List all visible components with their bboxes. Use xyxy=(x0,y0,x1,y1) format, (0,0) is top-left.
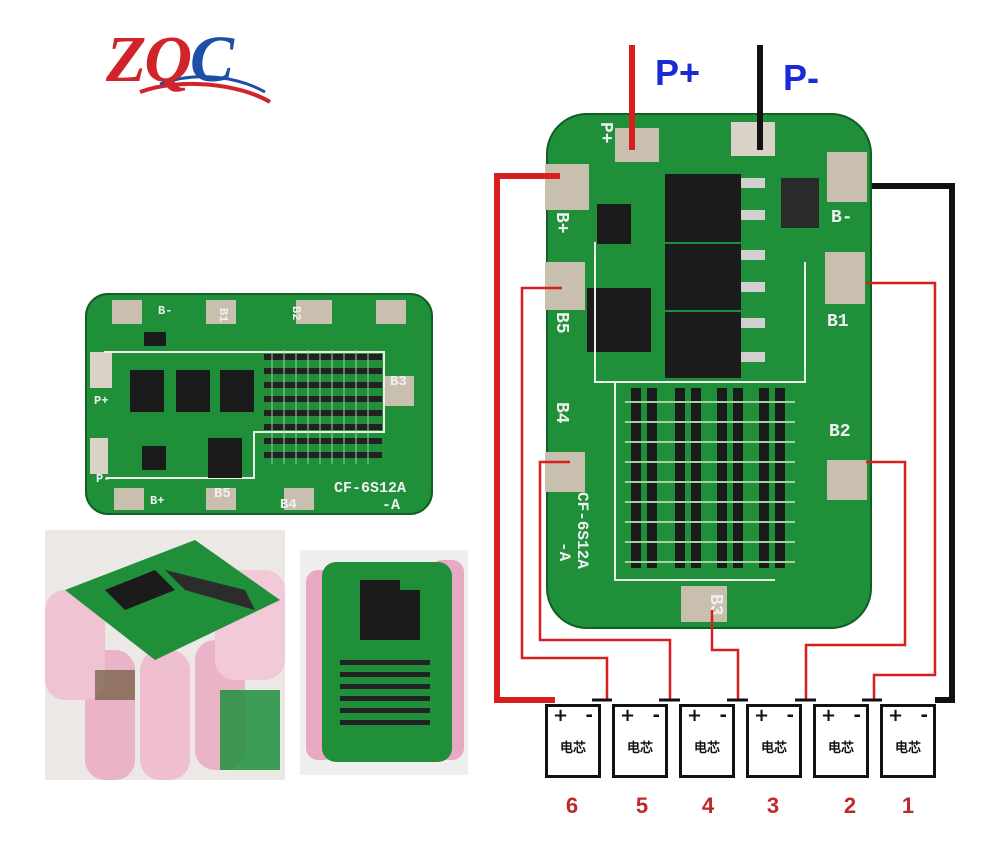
small-pcb-model: CF-6S12A xyxy=(334,480,407,497)
large-pcb-pad-label: B5 xyxy=(551,312,571,334)
small-pcb-model-suffix: -A xyxy=(382,497,401,514)
cell-plus-symbol: + xyxy=(553,705,569,726)
b2-wire xyxy=(804,460,907,700)
large-pcb-pad-label: B4 xyxy=(551,402,571,424)
large-pcb-pad-label: B- xyxy=(831,208,853,228)
cell-minus-symbol: - xyxy=(853,705,861,726)
logo-text-secondary: C xyxy=(189,23,234,96)
b3-wire xyxy=(710,610,740,700)
b5-wire xyxy=(520,286,609,700)
battery-pack-photo-1 xyxy=(45,530,285,780)
cell-plus-symbol: + xyxy=(620,705,636,726)
cell-label: 电芯 xyxy=(827,741,854,756)
cell-number: 6 xyxy=(565,793,579,818)
small-pcb-pad-label: P+ xyxy=(94,394,109,408)
cell-label: 电芯 xyxy=(559,741,586,756)
large-pcb-model: CF-6S12A xyxy=(573,492,591,569)
p-minus-label: P- xyxy=(783,57,819,98)
large-pcb-drawing xyxy=(545,113,872,629)
cell-plus-symbol: + xyxy=(754,705,770,726)
large-pcb-pad-label: B1 xyxy=(827,312,849,332)
small-pcb-pad-label: P- xyxy=(96,472,111,486)
b1-wire xyxy=(866,281,937,700)
cell-label: 电芯 xyxy=(626,741,653,756)
battery-pack-photo-1-drawing xyxy=(45,530,285,780)
battery-cell-6: +- 电芯 xyxy=(545,704,601,778)
cell-minus-symbol: - xyxy=(652,705,660,726)
p-plus-label: P+ xyxy=(655,52,701,93)
cell-plus-symbol: + xyxy=(888,705,904,726)
cell-minus-symbol: - xyxy=(786,705,794,726)
small-pcb-pad-label: B3 xyxy=(390,374,407,390)
zqc-logo: ZQC xyxy=(100,22,280,112)
battery-cell-2: +- 电芯 xyxy=(813,704,869,778)
small-pcb-pad-label: B2 xyxy=(289,306,303,321)
cell-number: 4 xyxy=(701,793,715,818)
cell-minus-symbol: - xyxy=(585,705,593,726)
cell-number: 2 xyxy=(843,793,857,818)
small-pcb-pad-label: B1 xyxy=(216,308,230,323)
cell-minus-symbol: - xyxy=(920,705,928,726)
battery-cell-5: +- 电芯 xyxy=(612,704,668,778)
small-pcb-pad-label: B+ xyxy=(150,494,165,508)
cell-number: 3 xyxy=(766,793,780,818)
small-pcb-pad-label: B- xyxy=(158,304,173,318)
b-plus-wire xyxy=(494,173,560,703)
cell-plus-symbol: + xyxy=(687,705,703,726)
large-pcb: P+ B+ B- B1 B5 B4 B2 B3 CF-6S12A -A xyxy=(545,112,875,632)
b4-wire xyxy=(538,460,672,700)
cell-label: 电芯 xyxy=(894,741,921,756)
cell-label: 电芯 xyxy=(760,741,787,756)
battery-cell-3: +- 电芯 xyxy=(746,704,802,778)
cell-plus-symbol: + xyxy=(821,705,837,726)
battery-pack-photo-2 xyxy=(300,550,468,775)
battery-cell-1: +- 电芯 xyxy=(880,704,936,778)
small-pcb: B- B1 B2 P+ B3 B4 B5 P- B+ CF-6S12A -A xyxy=(84,292,436,518)
cell-number: 5 xyxy=(635,793,649,818)
battery-cell-4: +- 电芯 xyxy=(679,704,735,778)
logo-text-primary: ZQ xyxy=(106,23,192,96)
large-pcb-pad-label: B+ xyxy=(551,212,571,234)
large-pcb-pad-label: B2 xyxy=(829,422,851,442)
cell-number: 1 xyxy=(901,793,915,818)
small-pcb-drawing xyxy=(85,293,433,515)
small-pcb-pad-label: B4 xyxy=(280,497,297,513)
b-minus-wire xyxy=(872,183,955,703)
logo-swoosh xyxy=(139,75,272,104)
small-pcb-pad-label: B5 xyxy=(214,486,231,502)
logo-text: ZQC xyxy=(106,22,234,98)
cell-label: 电芯 xyxy=(693,741,720,756)
large-pcb-model-suffix: -A xyxy=(555,542,573,562)
large-pcb-pad-label: B3 xyxy=(705,594,725,616)
large-pcb-pad-label: P+ xyxy=(595,122,615,144)
cell-minus-symbol: - xyxy=(719,705,727,726)
battery-pack-photo-2-drawing xyxy=(300,550,468,775)
